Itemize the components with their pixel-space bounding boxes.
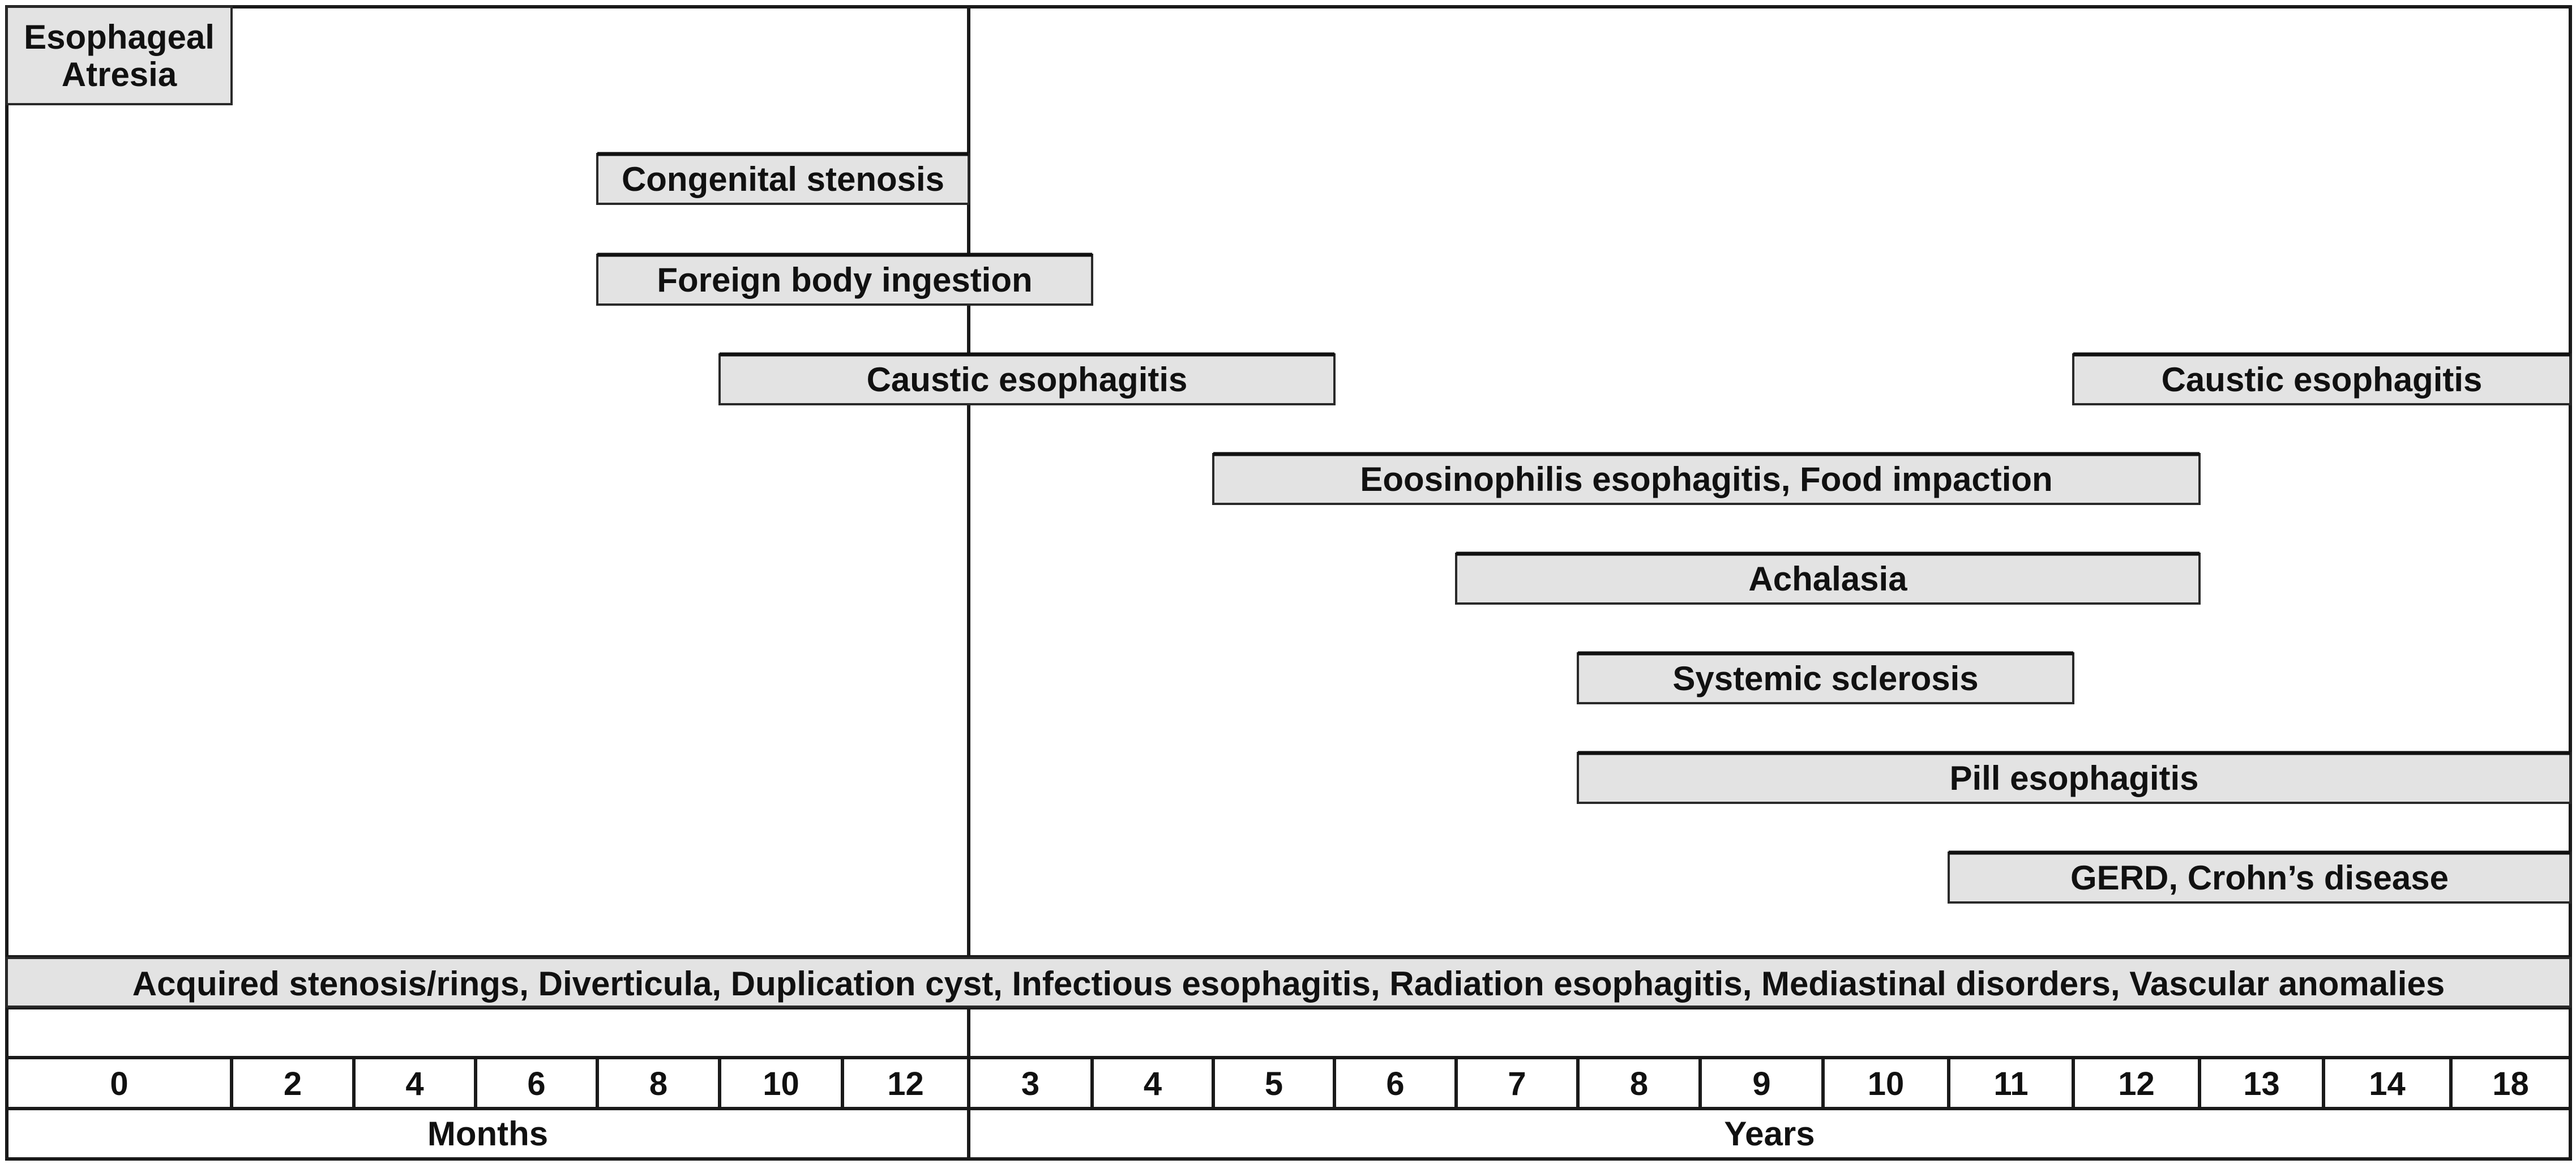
- condition-bar-box: [1212, 453, 2201, 505]
- tick-labels: 0 2 4 6 8 10 12 3 4 5 6 7 8 9 10 11 12 13 14 18: [110, 1066, 2528, 1102]
- tick-label: 6: [1386, 1066, 1404, 1102]
- tick-label: 6: [527, 1066, 545, 1102]
- tick-label: 12: [887, 1066, 924, 1102]
- condition-bar-box: [2072, 353, 2571, 405]
- condition-bar-label: Caustic esophagitis: [867, 361, 1188, 399]
- tick-label: 12: [2118, 1066, 2155, 1102]
- condition-bar-box: [6, 6, 233, 105]
- unit-label: Years: [1724, 1115, 1815, 1153]
- condition-bar: GERD, Crohn’s disease: [1948, 850, 2571, 904]
- condition-bar-box: [596, 254, 1093, 306]
- tick-label: 4: [1144, 1066, 1162, 1102]
- condition-bar: Achalasia: [1455, 551, 2201, 605]
- condition-bar: Congenital stenosis: [596, 152, 970, 205]
- condition-bar-box: [1577, 652, 2074, 704]
- tick-label: 7: [1508, 1066, 1526, 1102]
- tick-label: 10: [1868, 1066, 1905, 1102]
- condition-bar-label: GERD, Crohn’s disease: [2070, 859, 2449, 897]
- condition-bar: Systemic sclerosis: [1577, 651, 2074, 704]
- tick-label: 3: [1021, 1066, 1039, 1102]
- tick-label: 8: [649, 1066, 667, 1102]
- condition-bar-box: [1577, 752, 2571, 804]
- condition-bar-box: [1455, 553, 2201, 605]
- tick-label: 2: [284, 1066, 302, 1102]
- condition-bar-box: [718, 353, 1336, 405]
- condition-bar-label: Esophageal: [24, 18, 215, 56]
- condition-bar: Caustic esophagitis: [2072, 352, 2571, 405]
- condition-bar-label: Congenital stenosis: [622, 160, 944, 198]
- unit-label: Months: [427, 1115, 548, 1153]
- condition-bar-label: Pill esophagitis: [1949, 759, 2198, 797]
- condition-bar: Eoosinophilis esophagitis, Food impactio…: [1212, 452, 2201, 505]
- condition-bar-label: Atresia: [62, 55, 177, 93]
- tick-label: 14: [2369, 1066, 2406, 1102]
- tick-label: 18: [2492, 1066, 2529, 1102]
- tick-label: 4: [405, 1066, 423, 1102]
- unit-labels: Months Years: [427, 1115, 1815, 1153]
- tick-label: 8: [1630, 1066, 1648, 1102]
- tick-label: 0: [110, 1066, 128, 1102]
- condition-bar-label: Foreign body ingestion: [657, 261, 1032, 299]
- condition-bar-label: Eoosinophilis esophagitis, Food impactio…: [1360, 460, 2052, 498]
- tick-label: 10: [763, 1066, 799, 1102]
- tick-dividers: [230, 1058, 2453, 1109]
- condition-bar: Caustic esophagitis: [718, 352, 1336, 405]
- tick-label: 13: [2243, 1066, 2280, 1102]
- condition-bar-label: Caustic esophagitis: [2162, 361, 2483, 399]
- condition-bar: Pill esophagitis: [1577, 751, 2571, 804]
- condition-bar: Foreign body ingestion: [596, 253, 1093, 306]
- tick-label: 11: [1993, 1066, 2028, 1102]
- condition-bar-label: Achalasia: [1748, 560, 1907, 598]
- baseline-bar: [6, 957, 2571, 1008]
- condition-bar-label: Systemic sclerosis: [1672, 660, 1978, 698]
- tick-label: 9: [1752, 1066, 1770, 1102]
- baseline-bar-label: Acquired stenosis/rings, Diverticula, Du…: [132, 965, 2445, 1003]
- tick-label: 5: [1265, 1066, 1283, 1102]
